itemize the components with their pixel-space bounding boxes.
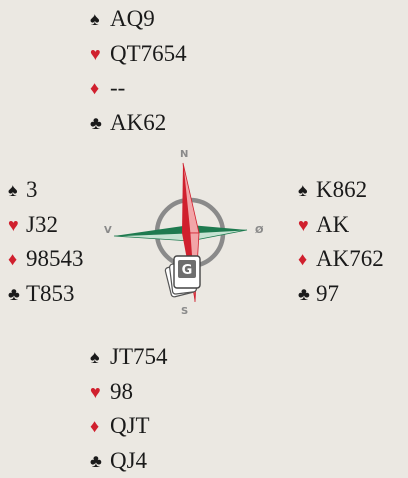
east-spades-cards: K862 [316,173,367,208]
north-hand: ♠AQ9 ♥QT7654 ♦-- ♣AK62 [90,2,187,140]
diamond-icon: ♦ [298,242,316,277]
south-hearts-cards: 98 [110,375,133,410]
club-icon: ♣ [298,277,316,312]
east-hearts-cards: AK [316,208,349,243]
diamond-icon: ♦ [90,71,110,106]
north-clubs-row: ♣AK62 [90,106,187,141]
west-clubs-cards: T853 [26,277,75,312]
compass-south-label: S [181,306,188,317]
spade-icon: ♠ [90,2,110,37]
south-diamonds-row: ♦QJT [90,409,168,444]
west-hearts-row: ♥J32 [8,208,84,243]
east-clubs-row: ♣97 [298,277,384,312]
west-diamonds-cards: 98543 [26,242,84,277]
west-diamonds-row: ♦98543 [8,242,84,277]
north-clubs-cards: AK62 [110,106,166,141]
compass-north-label: N [180,149,188,160]
card-stack-icon: G [165,256,200,297]
south-hearts-row: ♥98 [90,375,168,410]
east-diamonds-cards: AK762 [316,242,384,277]
compass-east-label: Ø [255,225,264,236]
spade-icon: ♠ [298,173,316,208]
north-hearts-cards: QT7654 [110,37,187,72]
west-spades-row: ♠3 [8,173,84,208]
south-spades-cards: JT754 [110,340,168,375]
club-icon: ♣ [8,277,26,312]
west-hand: ♠3 ♥J32 ♦98543 ♣T853 [8,173,84,311]
heart-icon: ♥ [298,208,316,243]
east-clubs-cards: 97 [316,277,339,312]
spade-icon: ♠ [8,173,26,208]
heart-icon: ♥ [90,37,110,72]
compass-rose-icon: G [110,146,270,326]
card-badge-letter: G [182,263,193,278]
club-icon: ♣ [90,106,110,141]
west-spades-cards: 3 [26,173,38,208]
east-diamonds-row: ♦AK762 [298,242,384,277]
west-hearts-cards: J32 [26,208,58,243]
west-clubs-row: ♣T853 [8,277,84,312]
east-hand: ♠K862 ♥AK ♦AK762 ♣97 [298,173,384,311]
east-hearts-row: ♥AK [298,208,384,243]
compass-rose: G N S V Ø [110,146,270,326]
east-spades-row: ♠K862 [298,173,384,208]
north-diamonds-row: ♦-- [90,71,187,106]
heart-icon: ♥ [8,208,26,243]
diamond-icon: ♦ [8,242,26,277]
spade-icon: ♠ [90,340,110,375]
heart-icon: ♥ [90,375,110,410]
compass-west-label: V [104,225,112,236]
north-spades-row: ♠AQ9 [90,2,187,37]
south-spades-row: ♠JT754 [90,340,168,375]
compass-west-arm-light [114,233,190,241]
north-spades-cards: AQ9 [110,2,155,37]
north-diamonds-cards: -- [110,71,125,106]
south-hand: ♠JT754 ♥98 ♦QJT ♣QJ4 [90,340,168,478]
south-diamonds-cards: QJT [110,409,150,444]
diamond-icon: ♦ [90,409,110,444]
north-hearts-row: ♥QT7654 [90,37,187,72]
